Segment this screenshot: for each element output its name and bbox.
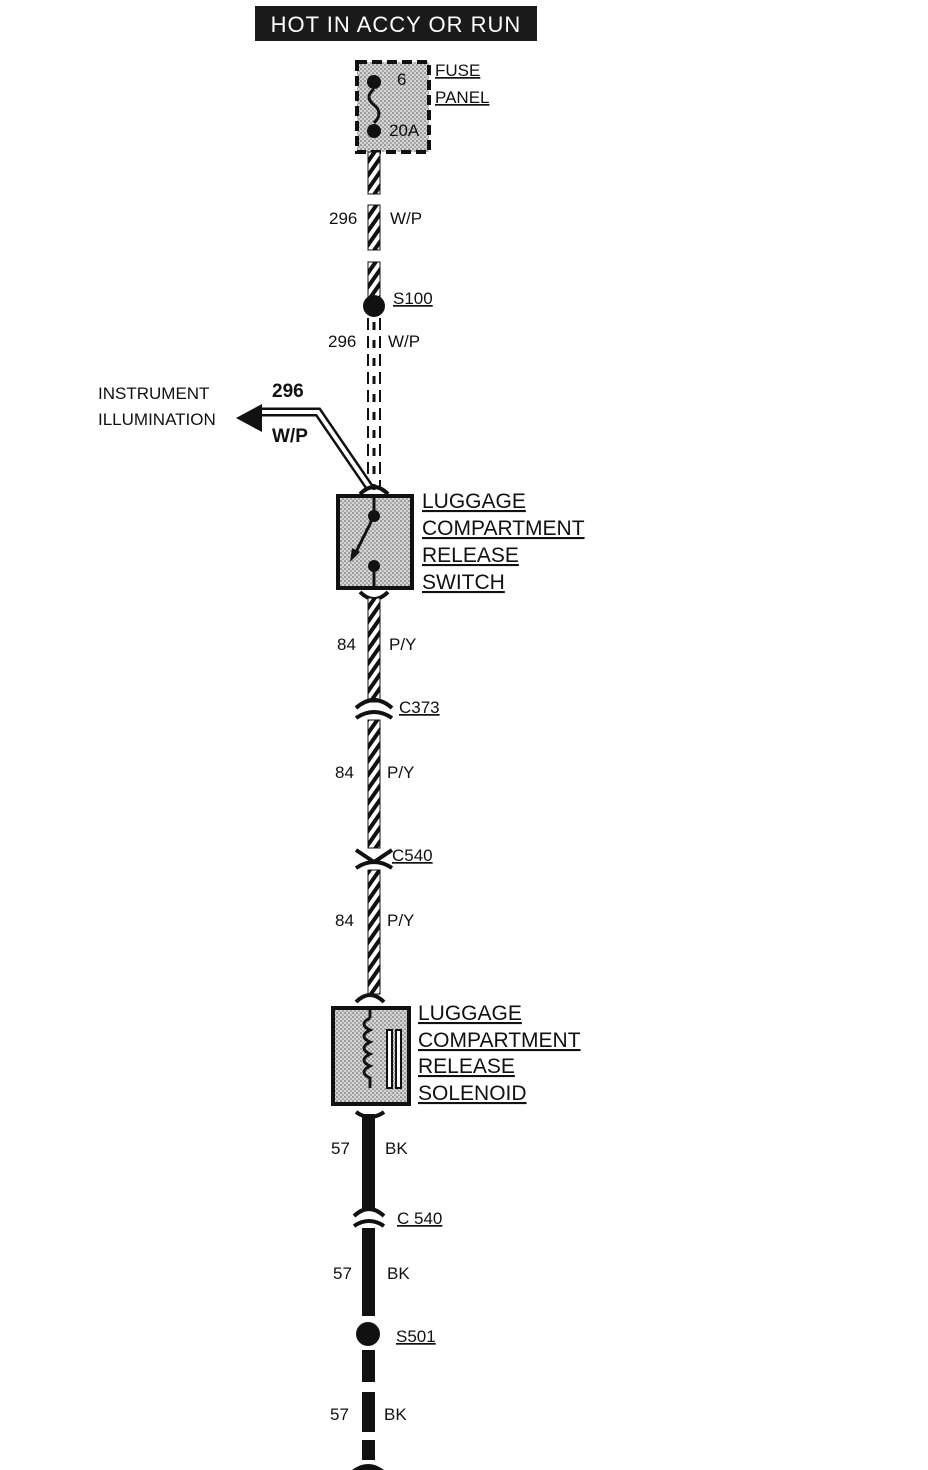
- wire-84-b-color: P/Y: [387, 763, 414, 782]
- splice-s501-dot: [356, 1322, 380, 1346]
- wire-57-b-color: BK: [387, 1264, 410, 1283]
- splice-s100: S100: [363, 289, 433, 317]
- wire-84-c: 84 P/Y: [335, 869, 414, 995]
- branch-circuit: 296: [272, 381, 304, 402]
- switch-label-line3: RELEASE: [422, 544, 519, 567]
- fuse-element-icon: [367, 87, 381, 125]
- switch-label-line4: SWITCH: [422, 571, 505, 594]
- fuse-terminal-bottom: [367, 124, 381, 138]
- wire-57-b-circuit: 57: [333, 1264, 352, 1283]
- wire-296-mid: 296 W/P: [328, 318, 420, 490]
- branch-arrow-icon: [236, 404, 262, 432]
- connector-c540-a-label: C540: [392, 846, 433, 865]
- wire-57-a-color: BK: [385, 1139, 408, 1158]
- branch-instrument-illumination: 296 W/P INSTRUMENT ILLUMINATION: [98, 381, 374, 491]
- connector-c540-a: C540: [354, 846, 433, 870]
- wire-57-b: 57 BK: [333, 1228, 410, 1316]
- connector-c540-b-label: C 540: [397, 1209, 442, 1228]
- fuse-rating: 20A: [389, 121, 420, 140]
- power-source-header: HOT IN ACCY OR RUN: [255, 6, 537, 41]
- connector-c373-label: C373: [399, 698, 440, 717]
- fuse-panel: 6 20A FUSE PANEL: [355, 60, 490, 154]
- fuse-number: 6: [397, 70, 406, 89]
- solenoid-label-line3: RELEASE: [418, 1055, 515, 1078]
- connector-c540-b: C 540: [352, 1207, 442, 1228]
- wire-57-a: 57 BK: [331, 1114, 408, 1210]
- fuse-terminal-top: [367, 75, 381, 89]
- wire-57-c-circuit: 57: [330, 1405, 349, 1424]
- branch-color: W/P: [272, 426, 308, 447]
- wire-57-c: 57 BK: [330, 1350, 407, 1470]
- switch-label-line1: LUGGAGE: [422, 490, 526, 513]
- fuse-label-line2: PANEL: [435, 88, 490, 107]
- splice-s100-label: S100: [393, 289, 433, 308]
- release-switch: LUGGAGE COMPARTMENT RELEASE SWITCH: [336, 485, 585, 601]
- header-label: HOT IN ACCY OR RUN: [271, 12, 522, 37]
- wire-84-c-color: P/Y: [387, 911, 414, 930]
- wire-296-top: 296 W/P: [329, 151, 422, 299]
- branch-dest-line1: INSTRUMENT: [98, 384, 209, 403]
- fuse-label-line1: FUSE: [435, 61, 480, 80]
- splice-s501-label: S501: [396, 1327, 436, 1346]
- wire-57-c-color: BK: [384, 1405, 407, 1424]
- connector-c373: C373: [354, 698, 440, 720]
- connector-c373-icon: [354, 698, 394, 710]
- solenoid-label-line4: SOLENOID: [418, 1082, 527, 1105]
- wire-296-top-color: W/P: [390, 209, 422, 228]
- wire-296-top-circuit: 296: [329, 209, 357, 228]
- solenoid-label-line2: COMPARTMENT: [418, 1029, 581, 1052]
- solenoid-coil-icon: [362, 1016, 374, 1088]
- solenoid-core-icon: [386, 1029, 393, 1089]
- wire-84-c-circuit: 84: [335, 911, 354, 930]
- release-solenoid: LUGGAGE COMPARTMENT RELEASE SOLENOID: [331, 993, 581, 1119]
- wire-57-a-circuit: 57: [331, 1139, 350, 1158]
- branch-dest-line2: ILLUMINATION: [98, 410, 216, 429]
- switch-blade-icon: [352, 515, 376, 557]
- wire-296-mid-color: W/P: [388, 332, 420, 351]
- solenoid-label-line1: LUGGAGE: [418, 1002, 522, 1025]
- wire-296-mid-circuit: 296: [328, 332, 356, 351]
- switch-label-line2: COMPARTMENT: [422, 517, 585, 540]
- wire-84-b-circuit: 84: [335, 763, 354, 782]
- wire-84-a-circuit: 84: [337, 635, 356, 654]
- wire-84-b: 84 P/Y: [335, 719, 414, 849]
- splice-s100-dot: [363, 295, 385, 317]
- splice-s501: S501: [356, 1322, 436, 1346]
- wire-84-a: 84 P/Y: [337, 597, 416, 703]
- connector-c540-b-icon: [352, 1207, 386, 1218]
- wire-84-a-color: P/Y: [389, 635, 416, 654]
